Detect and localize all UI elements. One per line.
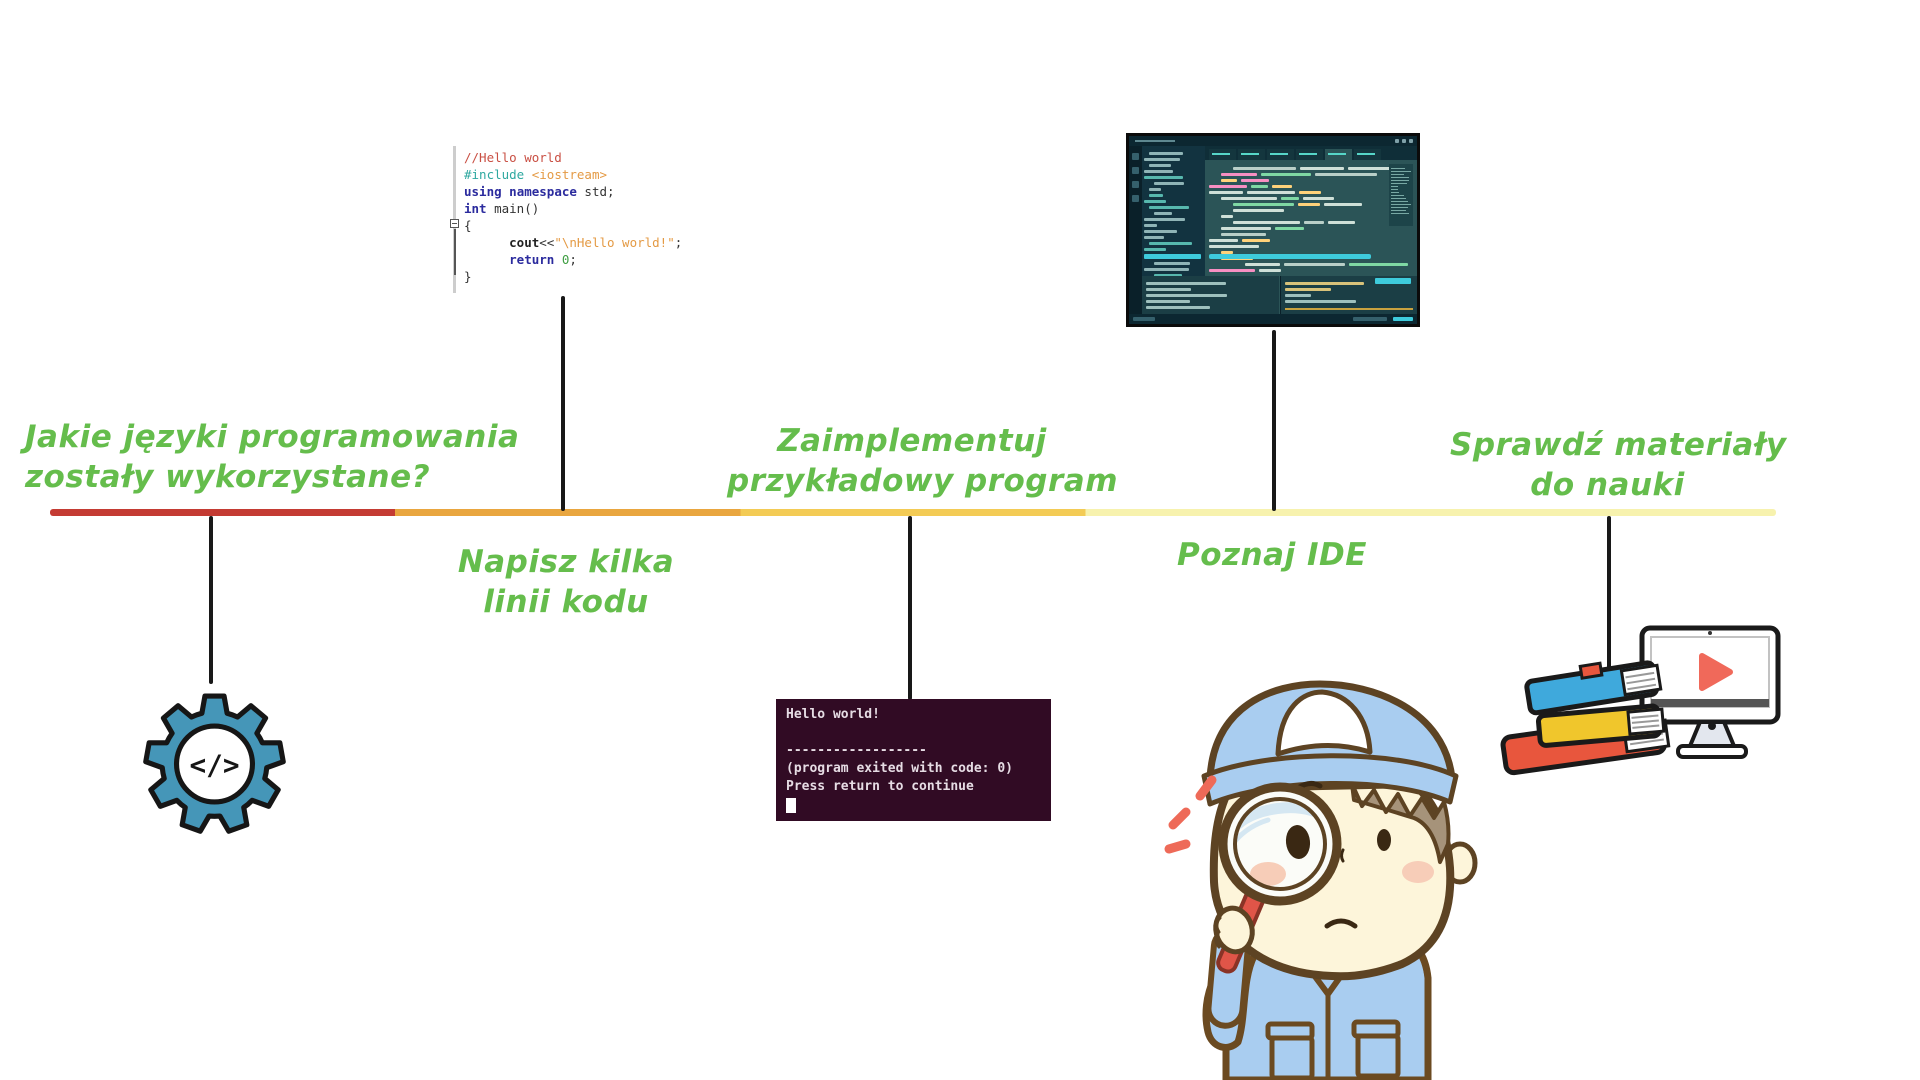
timeline-bar [50, 509, 1776, 516]
ide-minimap [1389, 164, 1413, 226]
ide-panel-button [1375, 278, 1411, 284]
label-line: Poznaj IDE [1177, 537, 1367, 573]
monitor-with-play-icon [1639, 625, 1781, 759]
ide-editor [1205, 160, 1417, 280]
connector-step3 [908, 516, 912, 700]
code-line: int main() [464, 201, 540, 216]
terminal-line: ------------------ [786, 743, 927, 758]
code-line: using namespace std; [464, 184, 615, 199]
fold-marker-icon [450, 219, 459, 228]
label-line: do nauki [1530, 467, 1685, 503]
terminal-line: Hello world! [786, 707, 880, 722]
terminal-window: Hello world! ------------------ (program… [776, 699, 1051, 821]
ide-divider-line [1285, 308, 1413, 310]
step-label-write-code: Napisz kilka linii kodu [416, 542, 716, 622]
code-line: //Hello world [464, 150, 562, 165]
code-snippet-lines: //Hello world #include <iostream> using na… [464, 149, 696, 285]
label-line: przykładowy program [727, 463, 1118, 499]
bookmark [1578, 661, 1604, 680]
gear-code-icon: </> [143, 693, 286, 834]
terminal-cursor [786, 798, 796, 813]
fold-guide-line [454, 229, 456, 275]
ide-activity-bar [1129, 146, 1142, 314]
terminal-line [786, 724, 1041, 742]
magnifier-lens [1218, 782, 1342, 906]
code-line: { [464, 218, 472, 233]
ide-tabstrip [1205, 146, 1417, 160]
books-stack [1500, 660, 1671, 776]
step-label-materials: Sprawdź materiały do nauki [1450, 425, 1787, 505]
magnified-eye [1285, 825, 1311, 859]
code-line: cout<<"\nHello world!"; [509, 235, 683, 250]
label-line: zostały wykorzystane? [25, 459, 431, 495]
boy-hand [1213, 905, 1255, 955]
terminal-line: (program exited with code: 0) [786, 761, 1013, 776]
code-snippet: //Hello world #include <iostream> using na… [450, 146, 696, 293]
connector-step5 [1607, 516, 1611, 688]
step-label-languages: Jakie języki programowania zostały wykor… [25, 417, 520, 497]
code-line: return 0; [509, 252, 577, 267]
boy-cap [1201, 680, 1459, 807]
ide-titlebar [1129, 136, 1417, 146]
connector-step2 [561, 296, 565, 511]
terminal-line: Press return to continue [786, 779, 974, 794]
connector-step4 [1272, 330, 1276, 511]
ide-output-panel [1142, 276, 1279, 317]
label-line: Napisz kilka [457, 544, 675, 580]
label-line: linii kodu [483, 584, 649, 620]
ide-menu-bar [1135, 140, 1175, 142]
terminal-cursor-line [786, 796, 1041, 819]
step-label-know-ide: Poznaj IDE [1122, 535, 1422, 575]
ide-statusbar [1129, 314, 1417, 324]
boy-with-magnifier-illustration [1164, 680, 1478, 1080]
code-line: } [464, 269, 472, 284]
code-glyph: </> [189, 748, 239, 781]
window-controls-icons [1395, 139, 1413, 143]
step-label-implement-program: Zaimplementuj przykładowy program [727, 421, 1118, 501]
label-line: Jakie języki programowania [25, 419, 520, 455]
emphasis-marks-icon [1164, 775, 1217, 854]
learning-materials-illustration [1500, 625, 1781, 776]
code-line: #include <iostream> [464, 167, 608, 182]
label-line: Sprawdź materiały [1450, 427, 1787, 463]
play-icon [1699, 653, 1733, 691]
label-line: Zaimplementuj [777, 423, 1047, 459]
ide-scrollbar [1209, 254, 1371, 259]
connector-step1 [209, 516, 213, 684]
gear-inner-circle [173, 723, 256, 805]
ide-screenshot [1126, 133, 1420, 327]
